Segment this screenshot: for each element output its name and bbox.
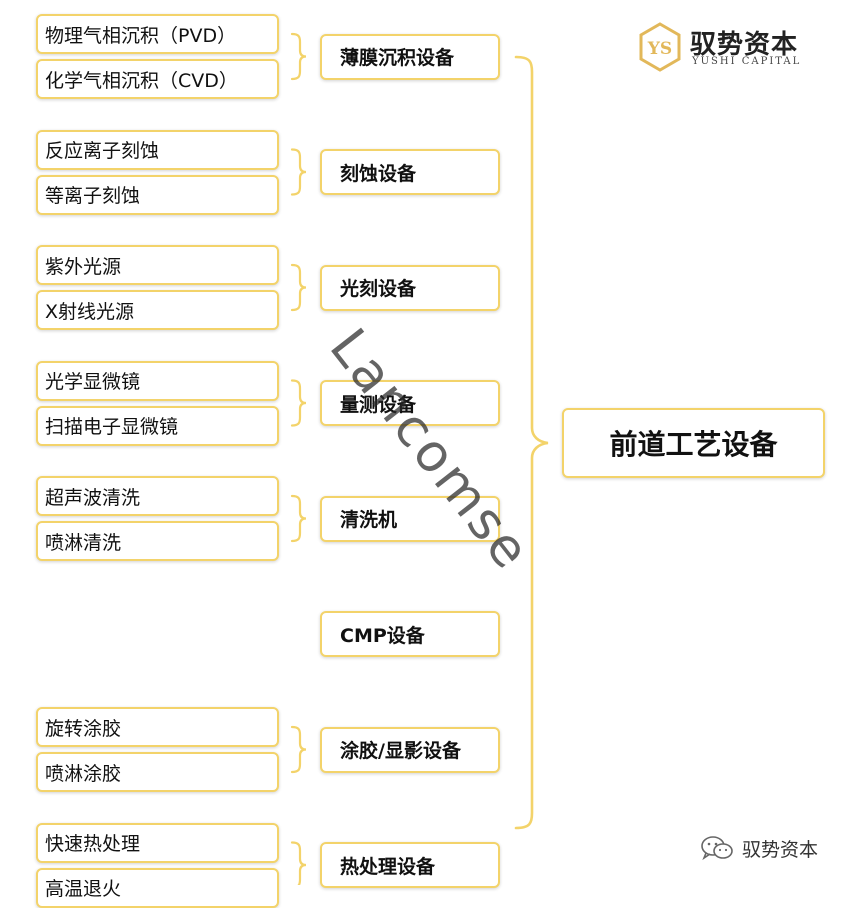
root-label: 前道工艺设备 <box>609 428 778 461</box>
leaf-node: 扫描电子显微镜 <box>36 405 279 446</box>
brand-name-cn: 驭势资本 <box>690 30 799 60</box>
leaf-node: 化学气相沉积（CVD） <box>36 59 279 99</box>
leaf-label: 反应离子刻蚀 <box>45 140 160 162</box>
wechat-icon <box>701 836 733 861</box>
leaf-label: 扫描电子显微镜 <box>45 416 179 438</box>
category-label: 刻蚀设备 <box>340 162 417 185</box>
group-bracket <box>290 263 307 312</box>
category-node: 量测设备 <box>320 380 500 426</box>
leaf-label: 喷淋涂胶 <box>45 762 122 785</box>
leaf-label: 光学显微镜 <box>45 371 141 393</box>
leaf-label: 喷淋清洗 <box>45 531 122 554</box>
small-brackets <box>290 32 307 885</box>
category-node: 涂胶/显影设备 <box>320 726 500 773</box>
leaf-node: 等离子刻蚀 <box>36 174 279 215</box>
group-bracket <box>290 32 307 81</box>
leaf-node: 快速热处理 <box>36 822 279 863</box>
hexagon-logo-icon: YS <box>639 22 681 72</box>
leaf-label: 高温退火 <box>45 878 122 900</box>
category-label: 清洗机 <box>340 509 398 531</box>
group-bracket <box>290 841 307 885</box>
leaf-node: 喷淋清洗 <box>36 521 279 561</box>
category-label: 量测设备 <box>340 393 417 416</box>
leaf-label: 旋转涂胶 <box>45 717 122 740</box>
leaf-node: 光学显微镜 <box>36 360 279 401</box>
bracket-lines <box>290 32 549 885</box>
leaf-label: X射线光源 <box>45 300 135 323</box>
leaf-node: 紫外光源 <box>36 245 279 285</box>
leaf-label: 等离子刻蚀 <box>45 185 141 207</box>
category-node: 光刻设备 <box>320 264 500 311</box>
group-bracket <box>290 725 307 774</box>
category-label: 涂胶/显影设备 <box>340 740 461 762</box>
group-bracket <box>290 379 307 427</box>
big-bracket <box>514 55 549 830</box>
leaf-node: 旋转涂胶 <box>36 707 279 747</box>
brand-logo: YS 驭势资本 YUSHI CAPITAL <box>638 22 808 72</box>
category-node: 清洗机 <box>320 495 500 542</box>
category-node: CMP设备 <box>320 611 500 657</box>
category-label: CMP设备 <box>340 624 425 647</box>
category-node: 刻蚀设备 <box>320 149 500 195</box>
leaf-node: 物理气相沉积（PVD） <box>36 14 279 54</box>
category-node: 热处理设备 <box>320 842 500 888</box>
category-label: 热处理设备 <box>340 855 436 878</box>
category-label: 薄膜沉积设备 <box>340 47 455 69</box>
svg-text:YS: YS <box>647 39 672 59</box>
leaf-label: 紫外光源 <box>45 255 122 278</box>
leaf-node: 超声波清洗 <box>36 476 279 516</box>
leaf-node: X射线光源 <box>36 290 279 330</box>
category-node: 薄膜沉积设备 <box>320 33 500 80</box>
leaf-label: 化学气相沉积（CVD） <box>45 69 238 92</box>
root-node: 前道工艺设备 <box>562 408 825 478</box>
leaf-node: 反应离子刻蚀 <box>36 129 279 170</box>
leaf-node: 喷淋涂胶 <box>36 752 279 792</box>
leaf-label: 超声波清洗 <box>45 486 141 509</box>
wechat-account-name: 驭势资本 <box>742 839 819 861</box>
leaf-label: 物理气相沉积（PVD） <box>45 24 237 47</box>
wechat-footer: 驭势资本 <box>700 833 840 863</box>
category-label: 光刻设备 <box>340 278 417 300</box>
leaf-label: 快速热处理 <box>45 833 141 855</box>
group-bracket <box>290 148 307 196</box>
leaf-node: 高温退火 <box>36 867 279 908</box>
group-bracket <box>290 494 307 543</box>
brand-name-en: YUSHI CAPITAL <box>692 56 802 67</box>
